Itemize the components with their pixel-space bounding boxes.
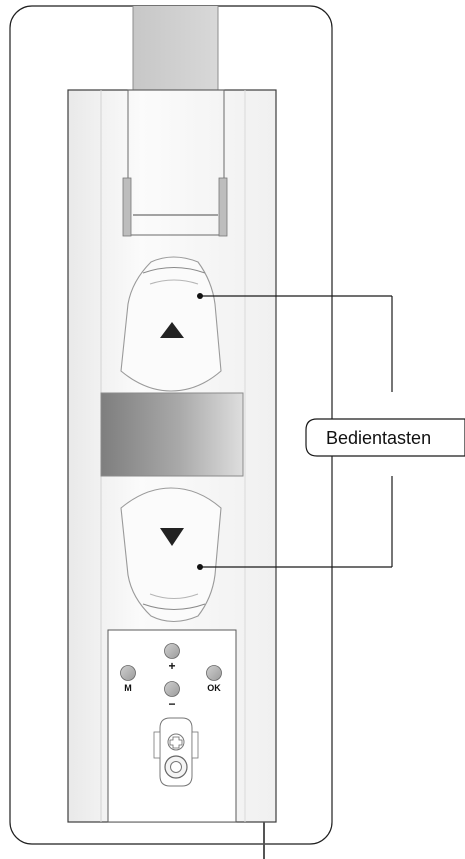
callout-text: Bedientasten xyxy=(326,428,431,448)
mode-button[interactable] xyxy=(120,665,136,681)
minus-label: − xyxy=(168,697,175,711)
plus-label: + xyxy=(168,659,175,673)
down-arrow-button-icon[interactable] xyxy=(120,487,222,623)
mounting-bracket-icon xyxy=(153,717,199,787)
mode-label: M xyxy=(124,683,132,693)
up-arrow-button-icon[interactable] xyxy=(120,256,222,392)
ok-label: OK xyxy=(207,683,221,693)
display-panel xyxy=(100,392,244,477)
ok-button[interactable] xyxy=(206,665,222,681)
plus-button[interactable] xyxy=(164,643,180,659)
belt-slot xyxy=(127,89,225,236)
minus-button[interactable] xyxy=(164,681,180,697)
callout-label: Bedientasten xyxy=(305,418,465,457)
